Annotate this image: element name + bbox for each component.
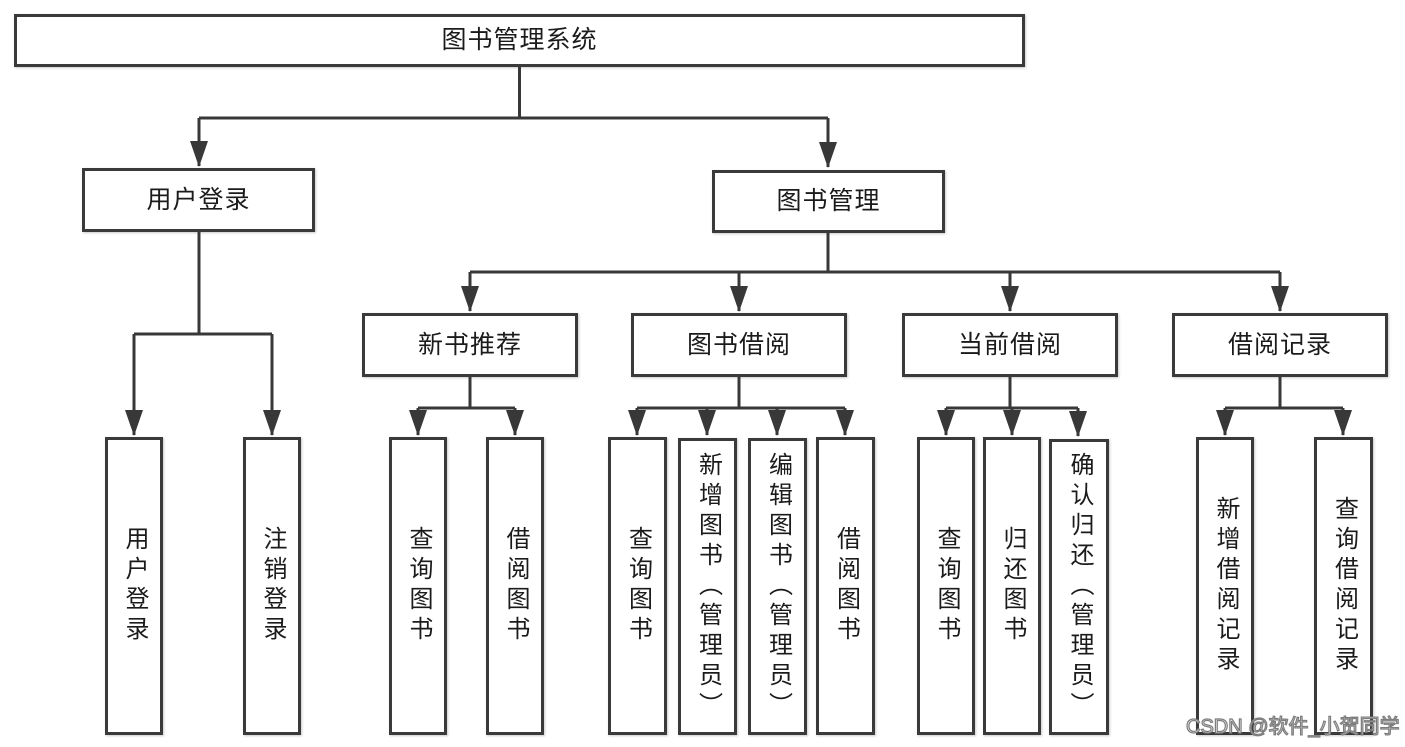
node-label: 借阅记录 — [1227, 330, 1332, 359]
connector-book-management — [461, 233, 1289, 312]
node-leaf-add-book-admin: 新增图书（管理员） — [678, 438, 737, 735]
node-leaf-query-borrow-record: 查询借阅记录 — [1314, 437, 1373, 735]
connector-root — [190, 66, 837, 168]
node-label: 新书推荐 — [417, 330, 522, 359]
node-leaf-add-borrow-record: 新增借阅记录 — [1196, 437, 1254, 735]
node-leaf-query-books-3: 查询图书 — [917, 437, 975, 735]
connector-book-borrowing — [628, 377, 854, 436]
node-leaf-query-books-1: 查询图书 — [389, 437, 447, 735]
node-current-borrowing: 当前借阅 — [902, 313, 1118, 377]
connector-borrow-records — [1216, 377, 1352, 436]
node-label: 图书借阅 — [686, 330, 791, 359]
node-root-library-system: 图书管理系统 — [14, 14, 1025, 67]
node-new-book-recommend: 新书推荐 — [362, 313, 578, 377]
connector-current-borrowing — [937, 377, 1087, 437]
node-label: 新增图书（管理员） — [694, 451, 722, 722]
node-leaf-user-login: 用户登录 — [105, 437, 163, 735]
node-label: 新增借阅记录 — [1212, 496, 1239, 676]
node-leaf-borrow-books-1: 借阅图书 — [486, 437, 544, 735]
node-user-login: 用户登录 — [82, 168, 315, 232]
node-label: 用户登录 — [146, 185, 251, 214]
node-leaf-confirm-return-admin: 确认归还（管理员） — [1049, 439, 1109, 735]
connector-new-book-recommend — [409, 377, 524, 436]
node-leaf-query-books-2: 查询图书 — [608, 437, 667, 735]
connector-user-login — [125, 232, 281, 436]
node-leaf-return-book: 归还图书 — [983, 437, 1041, 735]
node-book-management: 图书管理 — [712, 170, 945, 233]
node-leaf-logout: 注销登录 — [243, 437, 301, 735]
node-book-borrowing: 图书借阅 — [631, 313, 847, 377]
node-label: 当前借阅 — [957, 330, 1062, 359]
node-label: 查询图书 — [405, 526, 432, 646]
node-label: 查询图书 — [624, 526, 652, 646]
node-leaf-edit-book-admin: 编辑图书（管理员） — [748, 438, 807, 735]
node-label: 归还图书 — [999, 526, 1026, 646]
node-label: 借阅图书 — [502, 526, 529, 646]
node-label: 用户登录 — [121, 526, 148, 646]
node-borrow-records: 借阅记录 — [1172, 313, 1388, 377]
node-label: 查询图书 — [933, 526, 960, 646]
node-label: 借阅图书 — [832, 526, 860, 646]
node-leaf-borrow-books-2: 借阅图书 — [816, 437, 875, 735]
node-label: 查询借阅记录 — [1330, 496, 1358, 676]
node-label: 确认归还（管理员） — [1066, 452, 1093, 722]
node-label: 注销登录 — [259, 526, 286, 646]
node-label: 图书管理 — [776, 187, 881, 215]
node-label: 图书管理系统 — [441, 26, 598, 54]
csdn-watermark: CSDN @软件_小贺同学 — [1185, 715, 1400, 738]
node-label: 编辑图书（管理员） — [764, 451, 792, 722]
